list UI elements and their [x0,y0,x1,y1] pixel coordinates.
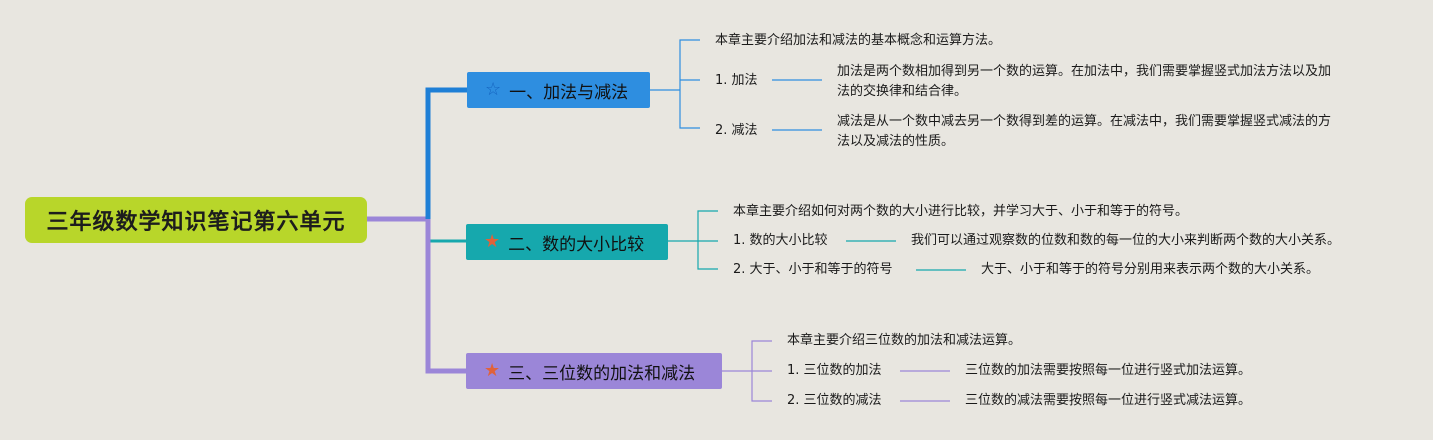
topic-detail: 大于、小于和等于的符号分别用来表示两个数的大小关系。 [981,262,1320,277]
topic-label: 2. 大于、小于和等于的符号 [733,262,893,277]
star-filled-icon: ★ [484,360,501,381]
topic-label: 1. 加法 [715,73,758,88]
star-outline-icon: ☆ [485,79,502,100]
star-filled-icon: ★ [484,231,501,252]
topic-detail: 我们可以通过观察数的位数和数的每一位的大小来判断两个数的大小关系。 [911,233,1341,248]
branch-summary: 本章主要介绍加法和减法的基本概念和运算方法。 [715,33,1002,48]
topic-detail: 加法是两个数相加得到另一个数的运算。在加法中，我们需要掌握竖式加法方法以及加法的… [837,64,1332,99]
topic-detail: 三位数的减法需要按照每一位进行竖式减法运算。 [965,393,1252,408]
branch-summary: 本章主要介绍三位数的加法和减法运算。 [787,333,1022,348]
topic-label: 1. 数的大小比较 [733,233,828,248]
root-title: 三年级数学知识笔记第六单元 [46,210,346,235]
branch-title: 三、三位数的加法和减法 [508,363,696,384]
branch-node-number-comparison[interactable]: ★ 二、数的大小比较 [466,224,668,260]
branch-node-addition-subtraction[interactable]: ☆ 一、加法与减法 [467,72,650,108]
root-node[interactable]: 三年级数学知识笔记第六单元 [25,197,367,243]
topic-detail: 三位数的加法需要按照每一位进行竖式加法运算。 [965,363,1252,378]
branch-title: 二、数的大小比较 [508,234,645,255]
topic-label: 2. 三位数的减法 [787,393,882,408]
branch-title: 一、加法与减法 [509,82,629,103]
branch-summary: 本章主要介绍如何对两个数的大小进行比较，并学习大于、小于和等于的符号。 [733,204,1189,219]
branch-node-three-digit-operations[interactable]: ★ 三、三位数的加法和减法 [466,353,722,389]
topic-detail: 减法是从一个数中减去另一个数得到差的运算。在减法中，我们需要掌握竖式减法的方法以… [837,114,1332,149]
topic-label: 2. 减法 [715,123,758,138]
topic-label: 1. 三位数的加法 [787,363,882,378]
